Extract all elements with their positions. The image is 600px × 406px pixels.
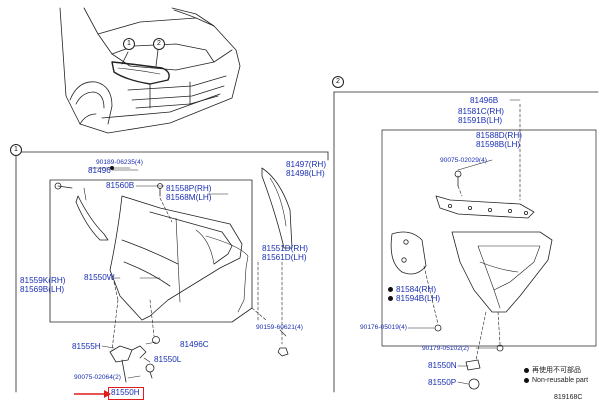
part-90189-06235[interactable]: 90189-06235(4)	[96, 159, 143, 166]
part-90075-02064[interactable]: 90075-02064(2)	[74, 374, 121, 381]
callout-1: 1	[123, 38, 135, 50]
non-reusable-dot-icon	[388, 296, 393, 302]
part-81598B[interactable]: 81598B(LH)	[476, 140, 521, 149]
part-81555H[interactable]: 81555H	[72, 342, 101, 351]
vehicle-illustration	[59, 7, 241, 134]
part-81550H[interactable]: 81550H	[111, 388, 140, 397]
non-reusable-dot-icon	[524, 367, 529, 373]
highlight-arrow	[74, 390, 111, 398]
part-81497[interactable]: 81497(RH)	[286, 160, 327, 169]
diagram-id: 819168C	[554, 394, 583, 401]
part-81496B[interactable]: 81496B	[470, 96, 499, 105]
non-reusable-dot-icon	[388, 287, 393, 293]
highlight-box-81550H	[108, 387, 144, 400]
part-81568M[interactable]: 81568M(LH)	[166, 193, 212, 202]
part-81498[interactable]: 81498(LH)	[286, 169, 325, 178]
part-81569B[interactable]: 81569B(LH)	[20, 285, 65, 294]
part-81550N[interactable]: 81550N	[428, 361, 457, 370]
part-81496[interactable]: 81496	[88, 166, 111, 175]
group-2-marker: 2	[332, 76, 344, 88]
part-81561D[interactable]: 81561D(LH)	[262, 253, 307, 262]
part-90176-05019[interactable]: 90176-05019(4)	[360, 324, 407, 331]
part-81550P[interactable]: 81550P	[428, 378, 457, 387]
part-81591B[interactable]: 81591B(LH)	[458, 116, 503, 125]
part-81584[interactable]: 81584(RH)	[388, 285, 436, 295]
part-90179-05102[interactable]: 90179-05102(2)	[422, 345, 469, 352]
non-reusable-dot-icon	[524, 377, 529, 383]
legend-en: Non-reusable part	[524, 376, 588, 385]
legend-jp: 再使用不可部品	[524, 366, 581, 375]
part-90075-02029[interactable]: 90075-02029(4)	[440, 157, 487, 164]
group-1-marker: 1	[10, 144, 22, 156]
part-81560B[interactable]: 81560B	[106, 181, 135, 190]
part-81588D[interactable]: 81588D(RH)	[476, 131, 522, 140]
part-90159-60621[interactable]: 90159-60621(4)	[256, 324, 303, 331]
part-81594B[interactable]: 81594B(LH)	[388, 294, 440, 304]
part-81559K[interactable]: 81559K(RH)	[20, 276, 66, 285]
part-81550W[interactable]: 81550W	[84, 273, 115, 282]
part-81550L[interactable]: 81550L	[154, 355, 182, 364]
part-81496C[interactable]: 81496C	[180, 340, 209, 349]
screw-marker	[110, 166, 114, 170]
part-81551D[interactable]: 81551D(RH)	[262, 244, 308, 253]
callout-2: 2	[153, 38, 165, 50]
part-81558P[interactable]: 81558P(RH)	[166, 184, 212, 193]
part-81581C[interactable]: 81581C(RH)	[458, 107, 504, 116]
